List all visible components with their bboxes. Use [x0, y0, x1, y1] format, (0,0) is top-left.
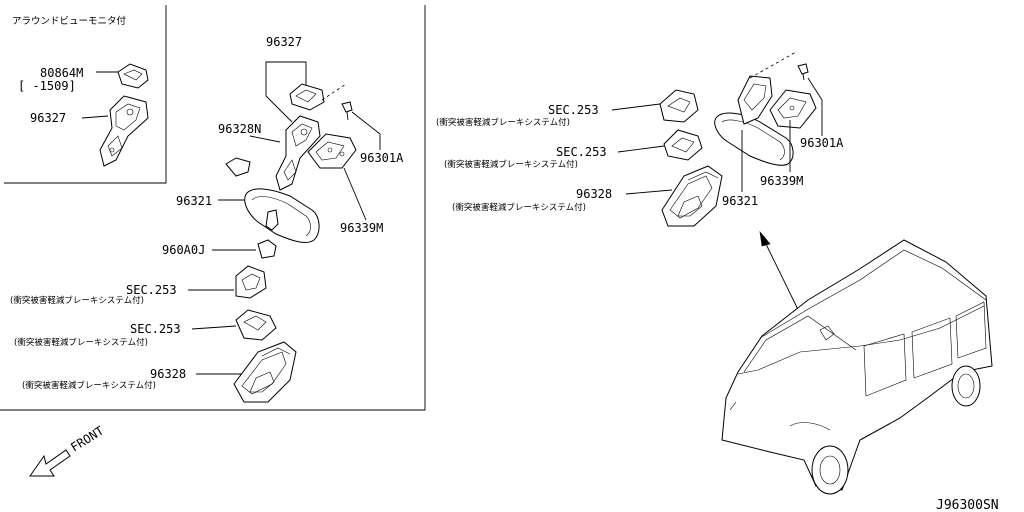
- label-96301a-right: 96301A: [800, 136, 844, 150]
- label-96301a-left: 96301A: [360, 151, 404, 165]
- label-sec253-left-1: SEC.253: [126, 283, 177, 297]
- diagram-code: J96300SN: [936, 498, 999, 512]
- camera-unit-96328-left: [233, 341, 297, 403]
- sensor-cover-right-1: [659, 89, 699, 123]
- sensor-cover-left-2: [235, 309, 277, 341]
- sensor-cover-right-2: [663, 129, 703, 161]
- mirror-bracket-right: [737, 75, 773, 125]
- label-80864m: 80864M: [40, 66, 83, 80]
- front-arrow: [29, 449, 71, 477]
- label-96321-right: 96321: [722, 194, 758, 208]
- sub-left-1: (衝突被害軽減ブレーキシステム付): [10, 295, 144, 306]
- label-96339m-right: 96339M: [760, 174, 803, 188]
- sub-left-3: (衝突被害軽減ブレーキシステム付): [22, 380, 156, 391]
- screw-left: [341, 101, 353, 121]
- clip-960a0j: [257, 239, 277, 259]
- camera-unit-96328-right: [661, 165, 723, 227]
- label-96327-inset: 96327: [30, 111, 66, 125]
- sub-right-1: (衝突被害軽減ブレーキシステム付): [436, 117, 570, 128]
- inset-note: アラウンドビューモニタ付: [12, 16, 127, 27]
- sub-left-2: (衝突被害軽減ブレーキシステム付): [14, 337, 148, 348]
- label-96327: 96327: [266, 35, 302, 49]
- mirror-mount-bracket: [275, 115, 321, 191]
- sub-right-3: (衝突被害軽減ブレーキシステム付): [452, 202, 586, 213]
- mirror-bracket-inset: [99, 95, 149, 167]
- front-label: FRONT: [68, 424, 106, 455]
- sensor-housing-right: [769, 89, 817, 129]
- screw-right: [797, 63, 809, 81]
- small-cover-pad: [225, 157, 251, 177]
- label-96328-left: 96328: [150, 367, 186, 381]
- vehicle-illustration: [721, 239, 993, 495]
- label-sec253-right-2: SEC.253: [556, 145, 607, 159]
- label-96339m-left: 96339M: [340, 221, 383, 235]
- rearview-mirror-left: [244, 188, 320, 243]
- label-96328-right: 96328: [576, 187, 612, 201]
- label-sec253-right-1: SEC.253: [548, 103, 599, 117]
- sensor-cover-left-1: [235, 265, 267, 299]
- camera-cover-inset: [117, 63, 149, 89]
- label-sec253-left-2: SEC.253: [130, 322, 181, 336]
- label-96328n: 96328N: [218, 122, 261, 136]
- label-960a0j: 960A0J: [162, 243, 205, 257]
- label-range-bracket: [ -1509]: [18, 79, 76, 93]
- camera-cover: [289, 83, 325, 111]
- inset-frame: [4, 5, 167, 184]
- sub-right-2: (衝突被害軽減ブレーキシステム付): [444, 159, 578, 170]
- left-panel-frame: [0, 5, 426, 411]
- sensor-housing-left: [307, 133, 357, 169]
- label-96321-left: 96321: [176, 194, 212, 208]
